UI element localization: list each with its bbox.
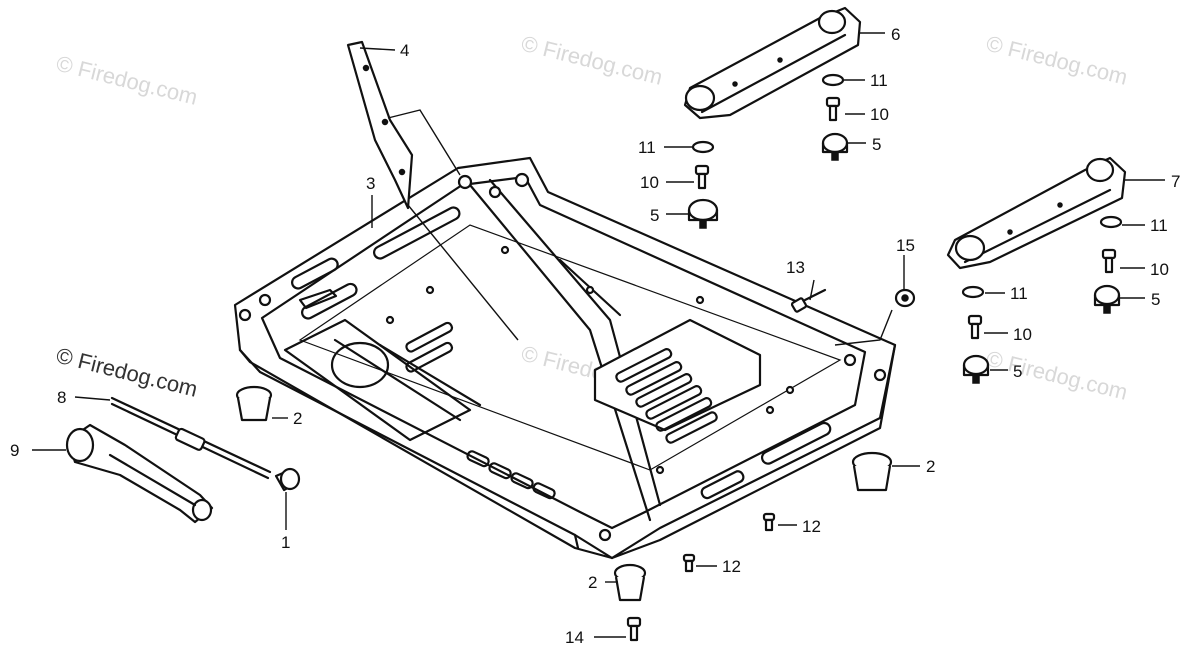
callout-11: 11 — [870, 71, 888, 90]
callout-4: 4 — [400, 41, 409, 60]
frame — [233, 156, 897, 560]
callout-10: 10 — [1150, 260, 1169, 279]
callout-12: 12 — [802, 517, 821, 536]
screw-icon — [682, 512, 776, 573]
collar-icon — [274, 467, 301, 492]
callout-6: 6 — [891, 25, 900, 44]
callout-5: 5 — [1151, 290, 1160, 309]
callout-11: 11 — [1010, 284, 1028, 303]
callout-3: 3 — [366, 174, 375, 193]
callout-9: 9 — [10, 441, 19, 460]
rubber-mount-icon — [687, 132, 1121, 384]
callout-5: 5 — [1013, 362, 1022, 381]
callout-12: 12 — [722, 557, 741, 576]
watermark-dark: © Firedog.com — [54, 343, 200, 402]
callout-14: 14 — [565, 628, 584, 647]
nut-icon — [894, 288, 916, 308]
callout-5: 5 — [872, 135, 881, 154]
callout-10: 10 — [640, 173, 659, 192]
mount-bar-part-6 — [683, 6, 862, 120]
callout-11: 11 — [638, 138, 656, 157]
bracket-part-4 — [346, 40, 414, 210]
callouts: 4 3 6 7 11 10 5 11 10 5 11 10 5 11 10 5 … — [10, 25, 1180, 647]
callout-2: 2 — [588, 573, 597, 592]
bolt-14-icon — [626, 616, 642, 642]
watermark: © Firedog.com — [984, 346, 1130, 405]
callout-1: 1 — [281, 533, 290, 552]
leader-lines — [32, 32, 1165, 638]
callout-11: 11 — [1150, 216, 1168, 235]
callout-15: 15 — [896, 236, 915, 255]
callout-5: 5 — [650, 206, 659, 225]
callout-10: 10 — [1013, 325, 1032, 344]
callout-2: 2 — [293, 409, 302, 428]
watermark: © Firedog.com — [54, 51, 200, 110]
watermark: © Firedog.com — [984, 31, 1130, 90]
shaft-icon — [110, 396, 272, 480]
watermarks: © Firedog.com © Firedog.com © Firedog.co… — [54, 31, 1130, 405]
bushing-icon — [235, 385, 893, 602]
mount-bar-part-7 — [946, 156, 1127, 270]
bolt-13-icon — [790, 288, 827, 313]
watermark: © Firedog.com — [519, 31, 665, 90]
callout-7: 7 — [1171, 172, 1180, 191]
callout-2: 2 — [926, 457, 935, 476]
tube-icon — [65, 423, 214, 524]
washer-icon — [691, 73, 1123, 299]
bolt-icon — [694, 96, 1117, 340]
callout-8: 8 — [57, 388, 66, 407]
callout-13: 13 — [786, 258, 805, 277]
callout-10: 10 — [870, 105, 889, 124]
